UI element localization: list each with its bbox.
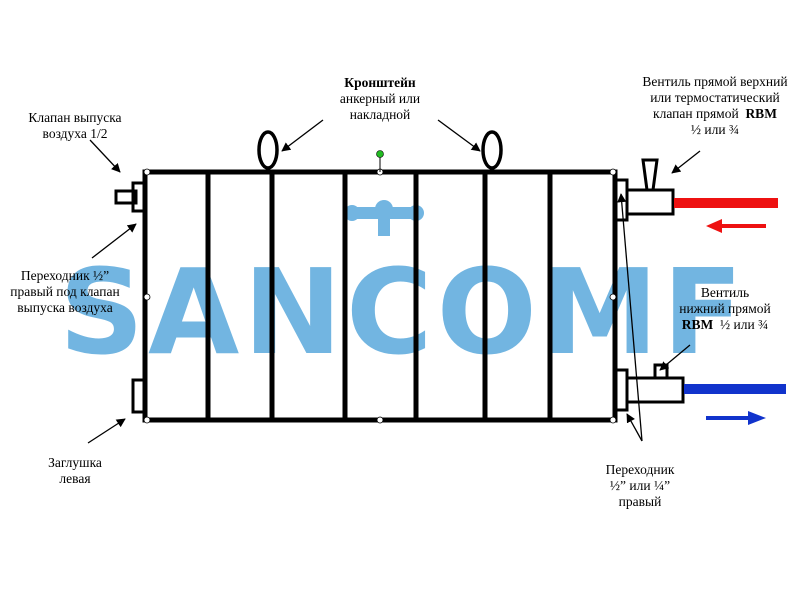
air-valve-label-line1: Клапан выпуска [28, 110, 122, 125]
adapter-left-label: Переходник ½” правый под клапан выпуска … [2, 268, 128, 316]
adapter-left-label-line1: Переходник ½” [20, 268, 110, 283]
adapter-right-label: Переходник ½” или ¼” правый [580, 462, 700, 510]
air-valve-label: Клапан выпуска воздуха 1/2 [15, 110, 135, 142]
bracket-left [257, 130, 279, 170]
bracket-label-line2: анкерный или [339, 91, 421, 106]
adapter-right-label-line1: Переходник [605, 462, 675, 477]
hot-flow-arrow [706, 219, 766, 233]
top-valve-right [613, 158, 675, 222]
cold-pipe [684, 384, 786, 394]
plug-left-label-line2: левая [59, 471, 91, 486]
top-valve-label: Вентиль прямой верхний или термостатичес… [630, 74, 800, 138]
bracket-label-line3: накладной [349, 107, 411, 122]
watermark: SANCOMF [59, 200, 747, 381]
top-valve-label-rbm: RBM [745, 106, 777, 121]
pointer-arrows [87, 119, 701, 444]
air-valve-left [114, 181, 147, 213]
bracket-label-title: Кронштейн [344, 75, 416, 90]
adapter-right-label-line3: правый [618, 494, 662, 509]
rotation-handle [376, 150, 384, 158]
adapter-right-label-line2: ½” или ¼” [609, 478, 671, 493]
watermark-text: SANCOMF [59, 243, 747, 381]
bottom-valve-label-line2: нижний прямой [679, 301, 771, 316]
top-valve-label-line4: ½ или ¾ [690, 122, 740, 137]
bottom-valve-label-line1: Вентиль [700, 285, 750, 300]
bottom-valve-label-rbm: RBM [681, 317, 714, 332]
cold-flow-arrow [706, 411, 766, 425]
bracket-right [481, 130, 503, 170]
adapter-left-label-line2: правый под клапан [10, 284, 120, 299]
plug-left [131, 378, 147, 414]
bottom-valve-label-line3: ½ или ¾ [720, 317, 769, 332]
plug-left-label: Заглушка левая [20, 455, 130, 487]
air-valve-label-line2: воздуха 1/2 [42, 126, 108, 141]
plug-left-label-line1: Заглушка [48, 455, 102, 470]
top-valve-label-line3: клапан прямой [653, 106, 739, 121]
top-valve-label-line1: Вентиль прямой верхний [642, 74, 788, 89]
bottom-valve-label: Вентиль нижний прямой RBM ½ или ¾ [660, 285, 790, 333]
bracket-label: Кронштейн анкерный или накладной [320, 75, 440, 123]
top-valve-label-line2: или термостатический [650, 90, 780, 105]
adapter-left-label-line3: выпуска воздуха [17, 300, 113, 315]
watermark-faucet-icon [344, 200, 424, 236]
hot-pipe [674, 198, 778, 208]
